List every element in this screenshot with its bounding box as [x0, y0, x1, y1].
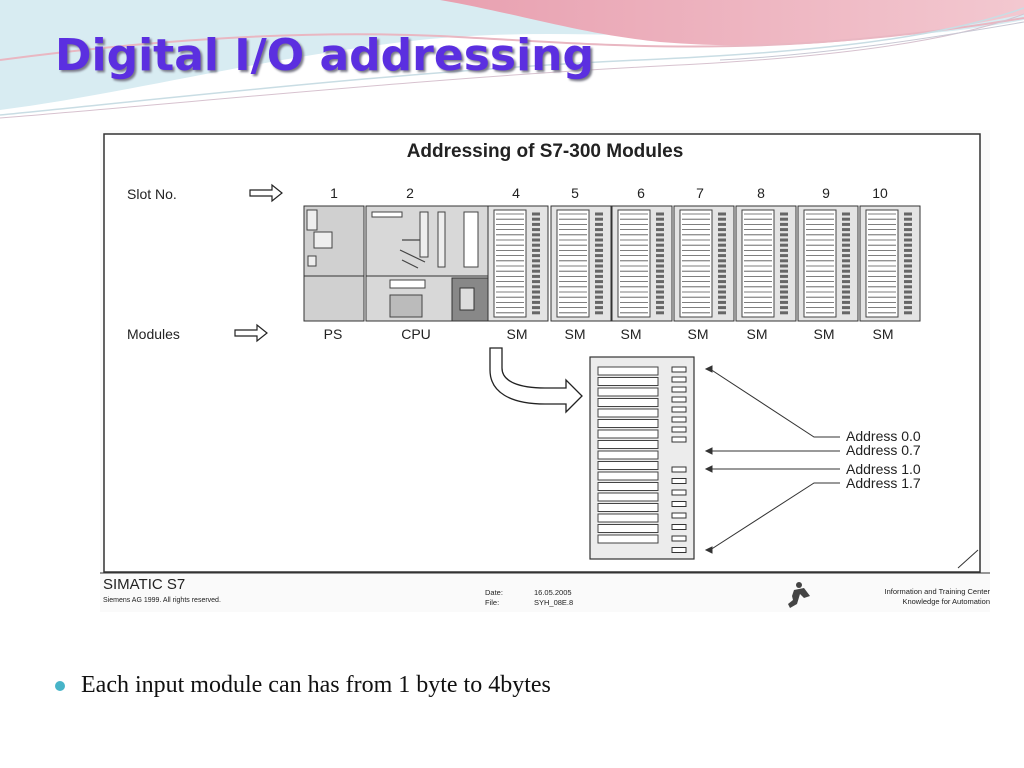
header-wave-decoration: [0, 0, 1024, 119]
bullet-text: Each input module can has from 1 byte to…: [81, 672, 551, 698]
zoom-arrow-icon: [489, 347, 583, 414]
footer-copyright: Siemens AG 1999. All rights reserved.: [103, 597, 221, 604]
slot-number: 5: [571, 185, 579, 201]
slide-title: Digital I/O addressing: [55, 30, 594, 81]
footer-center-line1: Information and Training Center: [884, 587, 990, 596]
slot-number: 9: [822, 185, 830, 201]
address-label: Address 1.0: [846, 461, 921, 477]
footer-file-value: SYH_08E.8: [534, 598, 574, 607]
footer-date-value: 16.05.2005: [534, 588, 572, 597]
s7-300-addressing-figure: Addressing of S7-300 Modules Slot No. Mo…: [100, 130, 990, 612]
siemens-figure-icon: [788, 582, 810, 608]
corner-mark: [957, 549, 979, 569]
ps-module: [303, 205, 365, 322]
module-name: SM: [506, 326, 528, 342]
enlarged-sm-module: [589, 356, 695, 560]
footer-center-line2: Knowledge for Automation: [902, 597, 990, 606]
footer-brand: SIMATIC S7: [103, 576, 186, 593]
slot-number: 7: [696, 185, 704, 201]
slot-number: 4: [512, 185, 520, 201]
bullet-item: Each input module can has from 1 byte to…: [55, 672, 551, 699]
module-name: SM: [687, 326, 709, 342]
cpu-module: [365, 205, 489, 322]
modules-label: Modules: [127, 326, 180, 342]
address-label: Address 0.7: [846, 442, 921, 458]
slot-number: 10: [872, 185, 888, 201]
diagram-frame: [103, 133, 981, 573]
slot-number: 2: [406, 185, 414, 201]
sm-modules: [487, 205, 921, 322]
module-name: PS: [323, 326, 343, 342]
footer-date-label: Date:: [485, 588, 503, 597]
diagram-title: Addressing of S7-300 Modules: [406, 141, 684, 162]
bullet-dot-icon: [55, 680, 65, 691]
slot-arrow-icon: [249, 183, 283, 203]
module-name: SM: [872, 326, 894, 342]
slot-number: 6: [637, 185, 645, 201]
address-label: Address 0.0: [846, 428, 921, 444]
diagram-graphics: [100, 133, 990, 608]
module-name: SM: [564, 326, 586, 342]
slot-number-label: Slot No.: [127, 186, 177, 202]
address-label: Address 1.7: [846, 475, 921, 491]
modules-arrow-icon: [234, 323, 268, 343]
module-name: SM: [620, 326, 642, 342]
slot-number: 8: [757, 185, 765, 201]
module-name: SM: [746, 326, 768, 342]
slot-number: 1: [330, 185, 338, 201]
footer-file-label: File:: [485, 598, 500, 607]
module-name: CPU: [401, 326, 431, 342]
module-name: SM: [813, 326, 835, 342]
address-leader-lines: [704, 365, 840, 554]
